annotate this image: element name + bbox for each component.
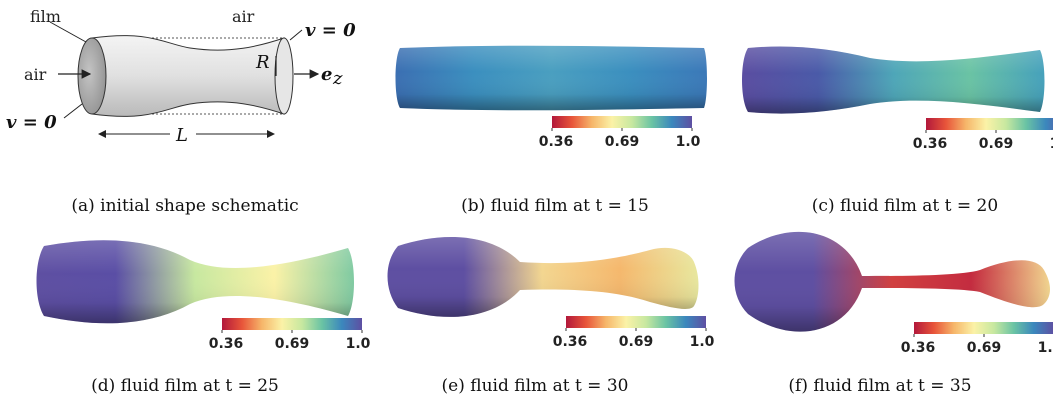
colorbar-gradient [566,316,706,328]
label-v-right: v = 0 [305,20,356,41]
label-air-top: air [232,7,255,26]
colorbar-tick-label: 0.36 [901,340,936,356]
film-25 [36,240,354,324]
film-15 [395,45,707,111]
colorbar-tick-label: 0.69 [605,134,640,150]
label-film: film [30,7,61,26]
colorbar-tick-label: 0.36 [553,334,588,350]
colorbar-tick-label: 1.0 [1050,136,1053,152]
film-30 [387,236,699,317]
colorbar-gradient [552,116,692,128]
label-ez: e [321,64,332,85]
colorbar: 0.36 0.69 1.0 [553,316,715,350]
label-length: L [175,125,188,146]
schematic-right-cap [274,37,294,115]
colorbar-tick-label: 1.0 [676,134,701,150]
colorbar-gradient [914,322,1053,334]
film-shading [395,45,707,111]
colorbar-tick-label: 1.0 [690,334,715,350]
colorbar-gradient [222,318,362,330]
colorbar: 0.36 0.69 1.0 [913,118,1053,152]
schematic-panel: film air air v = 0 v = 0 R e z L [6,7,356,146]
colorbar-tick-label: 0.69 [979,136,1014,152]
colorbar-tick-label: 0.36 [209,336,244,352]
film-35 [734,231,1050,332]
label-ez-sub: z [332,68,343,89]
colorbar-tick-label: 0.69 [967,340,1002,356]
label-air-left: air [24,65,47,84]
caption-a: (a) initial shape schematic [71,196,299,216]
colorbar: 0.36 0.69 1.0 [539,116,701,150]
film-shading [734,231,1050,332]
caption-e: (e) fluid film at t = 30 [441,376,629,396]
colorbar-tick-label: 0.36 [913,136,948,152]
colorbar-gradient [926,118,1053,130]
colorbar-tick-label: 1.0 [1038,340,1053,356]
caption-d: (d) fluid film at t = 25 [91,376,279,396]
film-20 [742,46,1045,114]
label-v-left: v = 0 [6,112,57,133]
colorbar-tick-label: 0.69 [619,334,654,350]
colorbar: 0.36 0.69 1.0 [209,318,371,352]
film-shading [36,240,354,324]
caption-b: (b) fluid film at t = 15 [461,196,649,216]
film-shading [387,236,699,317]
colorbar-tick-label: 0.69 [275,336,310,352]
label-radius: R [255,52,270,73]
caption-f: (f) fluid film at t = 35 [788,376,972,396]
colorbar-tick-label: 1.0 [346,336,371,352]
schematic-left-cap [77,37,107,115]
colorbar: 0.36 0.69 1.0 [901,322,1053,356]
colorbar-tick-label: 0.36 [539,134,574,150]
caption-c: (c) fluid film at t = 20 [811,196,999,216]
film-shading [742,46,1045,114]
